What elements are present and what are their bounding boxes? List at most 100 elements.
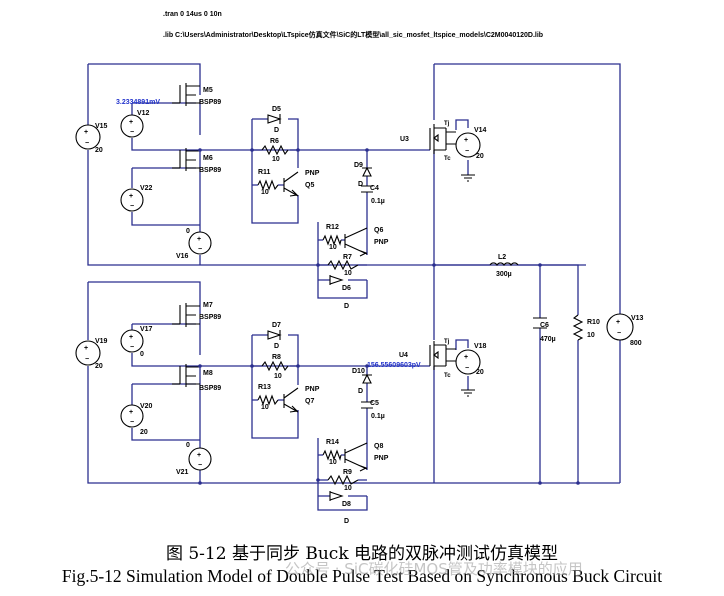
svg-text:D8: D8 bbox=[342, 501, 351, 508]
inductor-l2: L2 300µ bbox=[489, 254, 519, 278]
svg-text:−: − bbox=[130, 129, 134, 136]
svg-text:20: 20 bbox=[95, 363, 103, 370]
svg-text:D: D bbox=[358, 181, 363, 188]
svg-text:D9: D9 bbox=[354, 162, 363, 169]
svg-text:C4: C4 bbox=[370, 185, 379, 192]
svg-text:+: + bbox=[616, 319, 620, 326]
svg-text:300µ: 300µ bbox=[496, 271, 512, 278]
svg-text:0.1µ: 0.1µ bbox=[371, 413, 385, 420]
svg-text:R12: R12 bbox=[326, 224, 339, 231]
svg-text:−: − bbox=[130, 203, 134, 210]
svg-text:−: − bbox=[465, 148, 469, 155]
svg-text:C6: C6 bbox=[540, 322, 549, 329]
svg-text:V14: V14 bbox=[474, 127, 487, 134]
tran-directive: .tran 0 14us 0 10n bbox=[163, 11, 222, 18]
diode-d9: D9 D bbox=[354, 162, 372, 188]
svg-text:C5: C5 bbox=[370, 400, 379, 407]
resistor-r13: R13 10 bbox=[257, 384, 279, 411]
svg-text:PNP: PNP bbox=[374, 239, 389, 246]
source-v12: +− V12 bbox=[120, 110, 150, 138]
caption-english: Fig.5-12 Simulation Model of Double Puls… bbox=[61, 566, 663, 586]
sic-mosfet-u4: U4 Tj Tc bbox=[399, 339, 456, 379]
svg-text:V13: V13 bbox=[631, 315, 644, 322]
resistor-r8: R8 10 bbox=[261, 354, 289, 380]
svg-text:R6: R6 bbox=[270, 138, 279, 145]
svg-text:+: + bbox=[84, 345, 88, 352]
source-v21: +− 0 V21 bbox=[176, 442, 212, 476]
svg-text:20: 20 bbox=[476, 153, 484, 160]
svg-text:10: 10 bbox=[272, 156, 280, 163]
svg-text:Q6: Q6 bbox=[374, 227, 383, 234]
svg-text:+: + bbox=[197, 236, 201, 243]
svg-text:V16: V16 bbox=[176, 253, 189, 260]
svg-text:Tj: Tj bbox=[444, 339, 450, 345]
svg-text:Tj: Tj bbox=[444, 121, 450, 127]
svg-text:PNP: PNP bbox=[374, 455, 389, 462]
svg-text:Tc: Tc bbox=[444, 156, 451, 162]
source-v18: +− V18 20 bbox=[455, 343, 487, 397]
svg-text:10: 10 bbox=[329, 459, 337, 466]
svg-text:L2: L2 bbox=[498, 254, 506, 261]
svg-text:V17: V17 bbox=[140, 326, 153, 333]
svg-text:V19: V19 bbox=[95, 338, 108, 345]
svg-text:V21: V21 bbox=[176, 469, 189, 476]
resistor-r10: R10 10 bbox=[572, 314, 600, 341]
svg-text:D: D bbox=[274, 343, 279, 350]
resistor-r14: R14 10 bbox=[322, 439, 342, 466]
svg-text:Q8: Q8 bbox=[374, 443, 383, 450]
svg-text:BSP89: BSP89 bbox=[199, 314, 221, 321]
svg-text:0: 0 bbox=[186, 228, 190, 235]
svg-text:−: − bbox=[617, 330, 621, 337]
svg-text:20: 20 bbox=[95, 147, 103, 154]
svg-text:−: − bbox=[85, 140, 89, 147]
svg-text:D6: D6 bbox=[342, 285, 351, 292]
svg-text:D: D bbox=[344, 303, 349, 310]
diode-d7: D7 D bbox=[267, 322, 282, 350]
sic-mosfet-u3: U3 Tj Tc bbox=[400, 121, 456, 162]
svg-text:BSP89: BSP89 bbox=[199, 167, 221, 174]
svg-text:V20: V20 bbox=[140, 403, 153, 410]
svg-text:10: 10 bbox=[344, 485, 352, 492]
resistor-r9: R9 10 bbox=[327, 469, 359, 492]
svg-text:BSP89: BSP89 bbox=[199, 99, 221, 106]
svg-text:−: − bbox=[198, 462, 202, 469]
svg-text:R11: R11 bbox=[258, 169, 271, 176]
svg-text:R8: R8 bbox=[272, 354, 281, 361]
resistor-r6: R6 10 bbox=[261, 138, 289, 163]
svg-text:10: 10 bbox=[329, 244, 337, 251]
capacitor-c6: C6 470µ bbox=[533, 317, 556, 343]
source-v13: + − V13 800 bbox=[606, 313, 644, 347]
svg-text:R14: R14 bbox=[326, 439, 339, 446]
svg-text:0.1µ: 0.1µ bbox=[371, 198, 385, 205]
svg-text:20: 20 bbox=[140, 429, 148, 436]
svg-text:R10: R10 bbox=[587, 319, 600, 326]
svg-text:R13: R13 bbox=[258, 384, 271, 391]
svg-text:10: 10 bbox=[587, 332, 595, 339]
svg-text:Tc: Tc bbox=[444, 373, 451, 379]
svg-text:Q5: Q5 bbox=[305, 182, 314, 189]
svg-text:R7: R7 bbox=[343, 254, 352, 261]
mosfet-m5: M5 BSP89 bbox=[172, 83, 221, 106]
transistor-q8: Q8 PNP bbox=[344, 442, 389, 472]
svg-text:−: − bbox=[85, 356, 89, 363]
svg-text:BSP89: BSP89 bbox=[199, 385, 221, 392]
source-v22: +− V22 bbox=[120, 185, 153, 212]
svg-text:D: D bbox=[358, 388, 363, 395]
svg-text:10: 10 bbox=[261, 404, 269, 411]
watermark: 公众号 · SiC碳化硅MOS管及功率模块的应用 bbox=[285, 560, 583, 578]
svg-text:U3: U3 bbox=[400, 136, 409, 143]
svg-text:+: + bbox=[197, 452, 201, 459]
svg-text:D: D bbox=[274, 127, 279, 134]
svg-text:+: + bbox=[464, 137, 468, 144]
svg-text:V15: V15 bbox=[95, 123, 108, 130]
svg-text:+: + bbox=[129, 119, 133, 126]
probe-readout-upper: 3.2334891mV bbox=[116, 99, 160, 106]
resistor-r11: R11 10 bbox=[257, 169, 279, 196]
diode-d6: D6 D bbox=[329, 275, 351, 310]
svg-text:10: 10 bbox=[344, 270, 352, 277]
source-v16: +− 0 V16 bbox=[176, 228, 212, 260]
source-v20: +− V20 20 bbox=[120, 403, 153, 436]
source-v19: + − V19 20 bbox=[75, 338, 108, 370]
svg-text:−: − bbox=[465, 365, 469, 372]
svg-text:800: 800 bbox=[630, 340, 642, 347]
